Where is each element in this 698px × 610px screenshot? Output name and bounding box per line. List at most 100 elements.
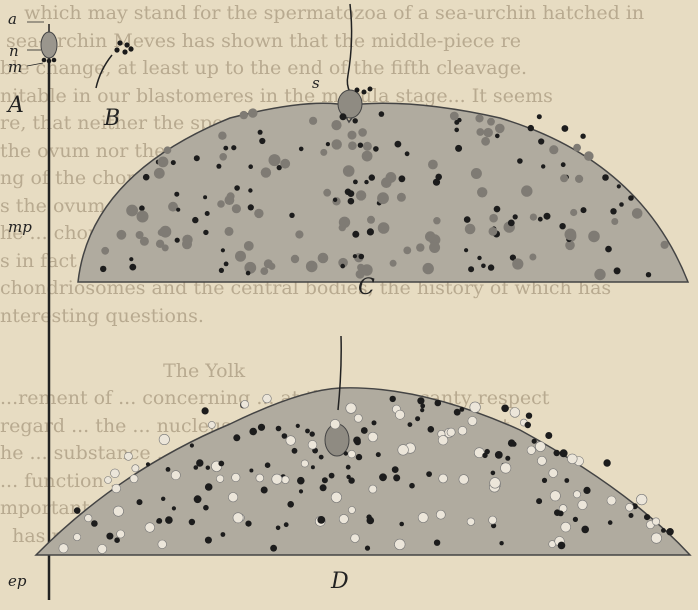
dark-granule	[525, 422, 531, 428]
dark-granule	[508, 439, 515, 446]
yolk-granule	[105, 477, 112, 484]
chondriosome	[565, 241, 575, 251]
chondriosome	[632, 208, 643, 219]
dark-granule	[477, 256, 481, 260]
middle-piece-granule	[355, 88, 360, 93]
dark-granule	[129, 257, 133, 261]
chondriosome	[126, 205, 138, 217]
chondriosome	[481, 137, 490, 146]
yolk-granule	[282, 476, 290, 484]
yolk-granule	[208, 421, 215, 428]
dark-granule	[348, 198, 355, 205]
chondriosome	[306, 261, 318, 273]
yolk-granule	[436, 510, 445, 519]
chondriosome	[240, 111, 248, 119]
dark-granule	[513, 214, 518, 219]
chondriosome	[137, 211, 149, 223]
yolk-granule	[537, 456, 546, 465]
dark-granule	[258, 424, 265, 431]
yolk-granule	[158, 540, 167, 549]
dark-granule	[299, 147, 304, 152]
chondriosome	[529, 254, 536, 261]
chondriosome	[386, 172, 397, 183]
yolk-granule	[85, 514, 92, 521]
dark-granule	[311, 465, 315, 469]
dark-granule	[205, 211, 210, 216]
dark-granule	[369, 174, 375, 180]
dark-granule	[581, 207, 587, 213]
sperm-tail	[347, 4, 351, 92]
label-mp: mp	[8, 218, 32, 236]
label-B: B	[103, 106, 120, 131]
dark-granule	[460, 407, 465, 412]
dark-granule	[617, 184, 621, 188]
chondriosome	[164, 146, 172, 154]
chondriosome	[357, 264, 364, 271]
dark-granule	[481, 264, 486, 269]
chondriosome	[358, 128, 367, 137]
dark-granule	[231, 145, 236, 150]
dark-granule	[322, 477, 328, 483]
label-ep: ep	[8, 572, 27, 590]
dark-granule	[340, 113, 347, 120]
dark-granule	[299, 489, 303, 493]
dark-granule	[537, 114, 542, 119]
yolk-granule	[369, 485, 377, 493]
dark-granule	[176, 208, 180, 212]
yolk-granule	[527, 446, 535, 454]
sperm-b	[96, 40, 134, 88]
label-A: A	[6, 93, 24, 118]
yolk-granule	[368, 432, 378, 442]
chondriosome	[475, 114, 483, 122]
dark-granule	[526, 413, 532, 419]
yolk-granule	[286, 436, 296, 446]
dark-granule	[143, 174, 150, 181]
label-m: m	[8, 58, 22, 76]
yolk-granule	[232, 473, 240, 481]
chondriosome	[225, 195, 235, 205]
yolk-granule	[398, 445, 409, 456]
dark-granule	[190, 443, 194, 447]
dark-granule	[249, 428, 257, 436]
label-a: a	[8, 10, 17, 28]
dark-granule	[532, 439, 537, 444]
dark-granule	[221, 248, 225, 252]
dark-granule	[248, 164, 253, 169]
dark-granule	[561, 162, 566, 167]
dark-granule	[276, 426, 282, 432]
dark-granule	[426, 471, 432, 477]
chondriosome	[450, 112, 459, 121]
chondriosome	[611, 218, 618, 225]
dark-granule	[348, 477, 354, 483]
middle-piece-granule	[52, 58, 57, 63]
label-C: C	[358, 275, 375, 300]
chondriosome	[428, 160, 438, 170]
dark-granule	[359, 254, 365, 260]
chondriosome	[530, 214, 537, 221]
dark-granule	[234, 185, 240, 191]
dark-granule	[390, 396, 396, 402]
chondriosome	[154, 168, 165, 179]
yolk-granule	[113, 506, 123, 516]
dark-granule	[435, 400, 442, 407]
granule	[114, 47, 119, 52]
dark-granule	[376, 452, 381, 457]
dark-granule	[605, 246, 612, 253]
chondriosome	[356, 190, 366, 200]
yolk-granule	[636, 494, 647, 505]
dark-granule	[393, 474, 400, 481]
dark-granule	[276, 526, 281, 531]
chondriosome	[489, 214, 498, 223]
middle-piece-granule	[362, 90, 367, 95]
dark-granule	[508, 220, 515, 227]
dark-granule	[305, 429, 310, 434]
yolk-granule	[651, 533, 661, 543]
dark-granule	[233, 434, 240, 441]
dark-granule	[619, 202, 624, 207]
dark-granule	[259, 138, 265, 144]
dark-granule	[405, 151, 410, 156]
dark-granule	[499, 541, 503, 545]
dark-granule	[287, 501, 294, 508]
chondriosome	[367, 216, 375, 224]
chondriosome	[465, 224, 476, 235]
